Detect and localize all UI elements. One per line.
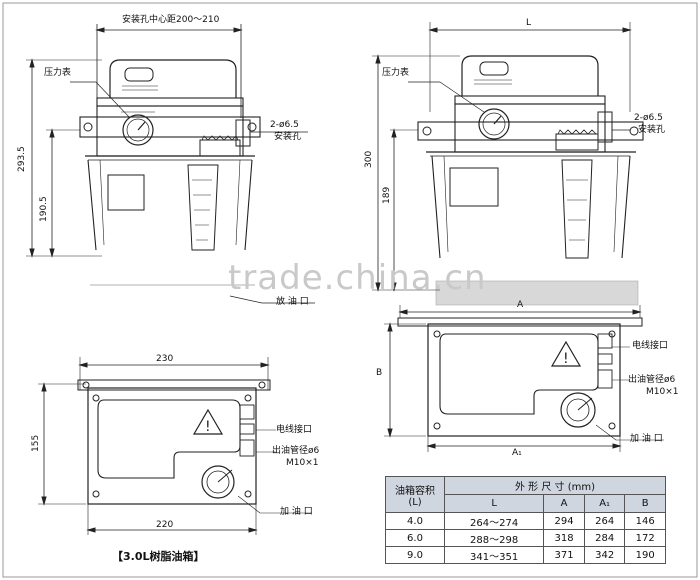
- cell-capacity: 6.0: [385, 529, 445, 547]
- cell-L: 341～351: [443, 546, 545, 564]
- header-capacity: 油箱容积: [395, 485, 435, 497]
- left-outlet-label: 出油管径ø6: [272, 446, 320, 456]
- svg-text:!: !: [563, 351, 569, 367]
- right-outlet-label: 出油管径ø6: [628, 375, 676, 385]
- right-mount-hole-size: 2-ø6.5: [634, 113, 663, 123]
- watermark-text: trade.china.cn: [228, 258, 487, 298]
- left-drain-label: 放 油 口: [276, 297, 309, 307]
- left-cable-port-label: 电线接口: [276, 425, 313, 435]
- mount-hole-right: [247, 122, 257, 132]
- cell-B: 190: [624, 546, 666, 564]
- right-height-lower: 189: [382, 186, 392, 204]
- cell-A1: 284: [583, 529, 626, 547]
- cell-A1: 342: [583, 546, 626, 564]
- right-dim-L: L: [526, 18, 532, 28]
- warning-icon: [192, 408, 224, 435]
- cell-L: 264～274: [443, 512, 545, 530]
- col-header-L: L: [443, 494, 545, 513]
- cell-A: 294: [543, 512, 585, 530]
- left-width-bottom: 220: [156, 520, 174, 530]
- col-header-B: B: [624, 494, 666, 513]
- left-mount-hole-size: 2-ø6.5: [270, 120, 299, 130]
- right-dim-A1: A₁: [512, 448, 522, 458]
- left-fill-port-label: 加 油 口: [280, 507, 313, 517]
- right-fill-port-icon: [560, 392, 596, 428]
- right-pressure-gauge-label: 压力表: [382, 68, 410, 78]
- mount-hole-left: [83, 122, 93, 132]
- right-front-view: [372, 22, 644, 306]
- cell-B: 146: [624, 512, 666, 530]
- cell-B: 172: [624, 529, 666, 547]
- svg-text:!: !: [205, 419, 211, 435]
- left-height-side: 155: [31, 434, 41, 452]
- left-caption: 【3.0L树脂油箱】: [112, 550, 205, 563]
- cell-A1: 264: [583, 512, 626, 530]
- right-dim-B: B: [376, 368, 383, 378]
- table-row: 6.0 288～298 318 284 172: [385, 529, 666, 547]
- pressure-gauge-icon: [122, 114, 154, 146]
- table-row: 9.0 341～351 371 342 190: [385, 546, 666, 564]
- right-mount-hole-label: 安装孔: [638, 125, 666, 135]
- header-dims: 外 形 尺 寸 (mm): [444, 476, 666, 495]
- right-height-total: 300: [364, 150, 374, 168]
- right-dim-A: A: [517, 300, 524, 310]
- cell-A: 318: [543, 529, 585, 547]
- right-cable-port-label: 电线接口: [632, 341, 669, 351]
- header-capacity-cell: 油箱容积 (L): [385, 476, 445, 513]
- left-front-view: [26, 24, 315, 304]
- left-height-total: 293.5: [17, 146, 27, 172]
- fill-port-icon: [201, 465, 235, 499]
- spec-table: 油箱容积 (L) 外 形 尺 寸 (mm) L A A₁ B 4.0 264～2…: [385, 476, 666, 564]
- right-fill-port-label: 加 油 口: [630, 434, 663, 444]
- col-header-A1: A₁: [583, 494, 626, 513]
- left-top-dimension-label: 安装孔中心距200～210: [122, 15, 220, 25]
- cell-capacity: 9.0: [385, 546, 445, 564]
- left-top-view: !: [38, 357, 312, 535]
- left-width-top: 230: [156, 354, 174, 364]
- right-outlet-thread: M10×1: [646, 387, 679, 397]
- header-capacity-unit: (L): [408, 496, 422, 508]
- cell-capacity: 4.0: [385, 512, 445, 530]
- right-warning-icon: [550, 340, 582, 367]
- col-header-A: A: [543, 494, 585, 513]
- left-pressure-gauge-label: 压力表: [44, 68, 72, 78]
- table-row: 4.0 264～274 294 264 146: [385, 512, 666, 530]
- right-pressure-gauge-icon: [478, 108, 510, 140]
- left-height-lower: 190.5: [39, 196, 49, 222]
- left-outlet-thread: M10×1: [286, 458, 319, 468]
- cell-A: 371: [543, 546, 585, 564]
- left-mount-hole-label: 安装孔: [274, 132, 302, 142]
- right-top-view: !: [384, 305, 664, 452]
- cell-L: 288～298: [443, 529, 545, 547]
- logo-badge: [124, 67, 154, 82]
